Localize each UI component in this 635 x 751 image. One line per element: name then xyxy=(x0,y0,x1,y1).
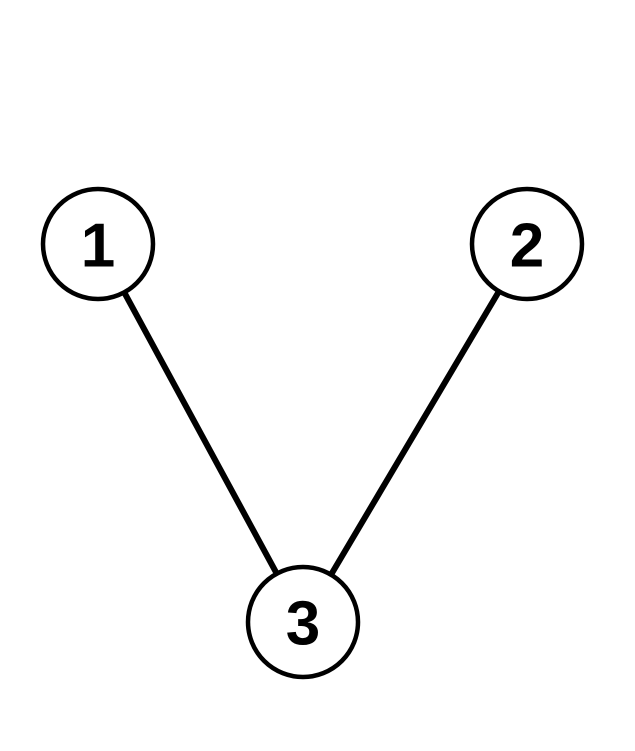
node-label-1: 1 xyxy=(81,211,115,280)
edge-1-3 xyxy=(95,242,306,624)
node-3 xyxy=(245,564,361,680)
node-label-3: 3 xyxy=(286,589,320,658)
node-2 xyxy=(469,186,585,302)
node-1 xyxy=(40,186,156,302)
edge-2-3 xyxy=(300,242,530,624)
node-label-2: 2 xyxy=(510,211,544,280)
